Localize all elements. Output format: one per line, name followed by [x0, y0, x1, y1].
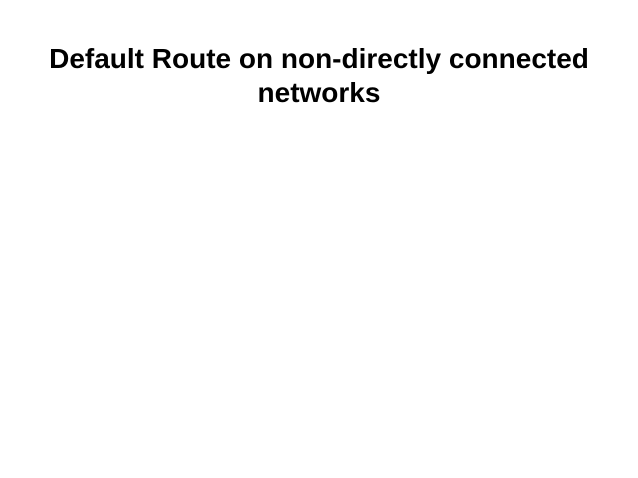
- slide-title: Default Route on non-directly connected …: [49, 43, 589, 108]
